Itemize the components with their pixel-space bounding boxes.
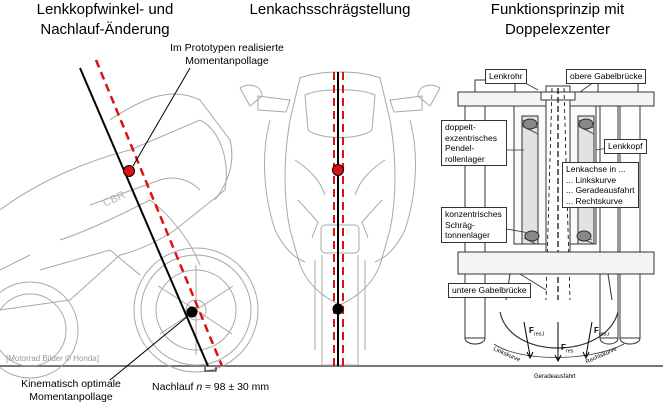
force-right-label: Fres,r: [594, 326, 610, 340]
trail-bracket: [204, 367, 217, 372]
middle-upper-pole-marker: [332, 164, 344, 176]
label-lenkrohr: Lenkrohr: [485, 69, 527, 84]
title-left-line1: Lenkkopfwinkel- und: [36, 1, 174, 18]
trail-symbol: n: [196, 381, 203, 393]
prototype-pole-label-line1: Im Prototypen realisierte: [170, 42, 284, 54]
trail-value: ≈ 98 ± 30 mm: [202, 381, 270, 393]
pendel-line4: rollenlager: [445, 153, 485, 164]
prototype-pole-label: Im Prototypen realisierte Momentanpollag…: [152, 42, 302, 68]
title-right-line1: Funktionsprinzip mit: [490, 1, 625, 18]
curve-label-mid: Geradeausfahrt: [534, 374, 576, 380]
force-left-symbol: F: [529, 326, 534, 335]
label-lenkachse: Lenkachse in ... ... Linkskurve ... Gera…: [562, 162, 639, 208]
konz-line2: Schräg-: [445, 219, 475, 230]
motorcycle-side-drawing: CBR: [0, 93, 259, 379]
left-axis-black-line: [79, 67, 209, 367]
title-right-line2: Doppelexzenter: [504, 21, 611, 38]
left-lower-pole-marker: [186, 306, 198, 318]
optimal-pole-label-line2: Momentanpollage: [29, 391, 113, 403]
pendel-line3: Pendel-: [445, 143, 475, 153]
prototype-pole-label-line2: Momentanpollage: [185, 55, 269, 67]
force-left-sub: res,l: [533, 331, 545, 338]
lenkachse-line4: ... Rechtskurve: [566, 195, 623, 206]
optimal-pole-label: Kinematisch optimale Momentanpollage: [12, 378, 130, 404]
label-lenkkopf: Lenkkopf: [604, 139, 647, 154]
label-obere-gabelbruecke: obere Gabelbrücke: [566, 69, 647, 84]
image-credit: [Motorrad Bilder © Honda]: [6, 354, 100, 363]
force-mid-sub: res: [565, 348, 574, 355]
lenkachse-line1: Lenkachse in ...: [566, 164, 626, 174]
lenkachse-line3: ... Geradeausfahrt: [566, 185, 635, 195]
konz-line1: konzentrisches: [445, 209, 502, 219]
force-mid-symbol: F: [561, 343, 566, 352]
lenkachse-line2: ... Linkskurve: [566, 174, 617, 185]
left-upper-pole-marker: [123, 165, 135, 177]
force-right-symbol: F: [594, 326, 599, 335]
trail-label: Nachlauf n ≈ 98 ± 30 mm: [152, 381, 269, 394]
force-right-sub: res,r: [598, 331, 610, 338]
label-schraegtonnenlager: konzentrisches Schräg- tonnenlager: [441, 207, 507, 243]
trail-prefix: Nachlauf: [152, 381, 197, 393]
force-left-label: Fres,l: [529, 326, 544, 340]
konz-line3: tonnenlager: [445, 230, 490, 240]
middle-lower-pole-marker: [332, 303, 344, 315]
title-left-line2: Nachlauf-Änderung: [40, 21, 170, 38]
motorcycle-front-drawing: [239, 71, 441, 366]
pendel-line2: exzentrisches: [445, 132, 497, 143]
label-pendelrollenlager: doppelt- exzentrisches Pendel- rollenlag…: [441, 120, 507, 166]
optimal-pole-label-line1: Kinematisch optimale: [21, 378, 121, 390]
force-mid-label: Fres: [561, 343, 574, 357]
pendel-line1: doppelt-: [445, 122, 476, 132]
title-right: Funktionsprinzip mit Doppelexzenter: [452, 0, 663, 40]
optimal-callout-line: [109, 315, 189, 381]
label-untere-gabelbruecke: untere Gabelbrücke: [448, 283, 531, 298]
left-axis-red-dashed-line: [94, 59, 224, 367]
title-middle: Lenkachsschrägstellung: [249, 1, 411, 18]
svg-text:CBR: CBR: [101, 189, 127, 210]
prototype-callout-line: [132, 67, 191, 167]
title-left: Lenkkopfwinkel- und Nachlauf-Änderung: [0, 0, 210, 40]
